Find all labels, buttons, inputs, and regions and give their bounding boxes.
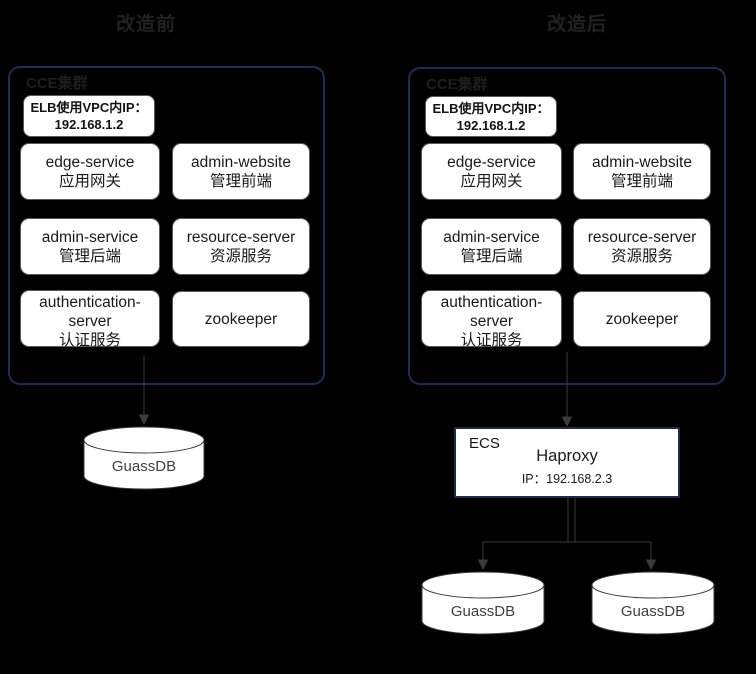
service-name: authentication-server [440, 294, 543, 330]
guassdb-label: GuassDB [451, 603, 515, 620]
service-name: admin-website [191, 153, 291, 171]
service-name: admin-service [443, 228, 540, 246]
arrowhead-before-db [138, 414, 150, 426]
node-resource-server-before: resource-server 资源服务 [172, 218, 310, 275]
node-authentication-server-before: authentication-server 认证服务 [20, 290, 160, 349]
title-after: 改造后 [546, 14, 607, 35]
arrowhead-after-ecs [561, 416, 573, 428]
service-name: resource-server [186, 228, 296, 246]
node-admin-service-before: admin-service 管理后端 [20, 218, 160, 275]
elb-line1: ELB使用VPC内IP： [432, 100, 550, 116]
haproxy-label: Haproxy [536, 447, 598, 465]
arrowhead-db2 [645, 559, 657, 571]
title-before: 改造前 [115, 14, 176, 35]
service-desc: 管理前端 [610, 172, 673, 190]
elb-node-before: ELB使用VPC内IP： 192.168.1.2 [23, 95, 155, 137]
node-admin-website-before: admin-website 管理前端 [172, 143, 310, 200]
elb-node-after: ELB使用VPC内IP： 192.168.1.2 [425, 96, 557, 137]
service-name: resource-server [587, 228, 697, 246]
node-admin-website-after: admin-website 管理前端 [573, 143, 711, 200]
node-edge-service-before: edge-service 应用网关 [20, 143, 160, 200]
service-desc: 应用网关 [460, 172, 523, 190]
node-resource-server-after: resource-server 资源服务 [573, 218, 711, 275]
guassdb-cylinder-before: GuassDB [83, 426, 205, 490]
elb-line2: 192.168.1.2 [54, 117, 124, 132]
arrowhead-db1 [477, 559, 489, 571]
service-desc: 管理后端 [460, 247, 523, 265]
service-name: zookeeper [204, 310, 278, 328]
service-name: zookeeper [605, 310, 679, 328]
service-desc: 管理后端 [58, 247, 121, 265]
service-desc: 资源服务 [610, 247, 673, 265]
service-desc: 资源服务 [209, 247, 272, 265]
guassdb-label: GuassDB [621, 603, 685, 620]
service-desc: 认证服务 [58, 332, 121, 349]
service-name: authentication-server [39, 294, 141, 330]
cluster-label-before: CCE集群 [26, 75, 88, 92]
service-name: edge-service [45, 153, 135, 171]
node-zookeeper-before: zookeeper [172, 291, 310, 347]
node-zookeeper-after: zookeeper [573, 291, 711, 347]
node-authentication-server-after: authentication-server 认证服务 [421, 290, 562, 349]
service-name: admin-website [592, 153, 692, 171]
guassdb-label: GuassDB [112, 458, 176, 475]
service-desc: 应用网关 [58, 172, 121, 190]
guassdb-cylinder-after-2: GuassDB [591, 571, 715, 635]
cluster-label-after: CCE集群 [426, 76, 488, 93]
node-admin-service-after: admin-service 管理后端 [421, 218, 562, 275]
haproxy-ip: IP：192.168.2.3 [521, 472, 613, 486]
cce-cluster-before: CCE集群 [8, 66, 325, 385]
service-name: edge-service [447, 153, 536, 171]
ecs-label: ECS [469, 435, 500, 452]
ecs-node: ECS Haproxy IP：192.168.2.3 [454, 427, 680, 498]
service-desc: 认证服务 [460, 332, 523, 349]
service-name: admin-service [41, 228, 139, 246]
service-desc: 管理前端 [209, 172, 272, 190]
node-edge-service-after: edge-service 应用网关 [421, 143, 562, 200]
guassdb-cylinder-after-1: GuassDB [421, 571, 545, 635]
elb-line2: 192.168.1.2 [456, 117, 526, 133]
elb-line1: ELB使用VPC内IP： [30, 100, 148, 115]
